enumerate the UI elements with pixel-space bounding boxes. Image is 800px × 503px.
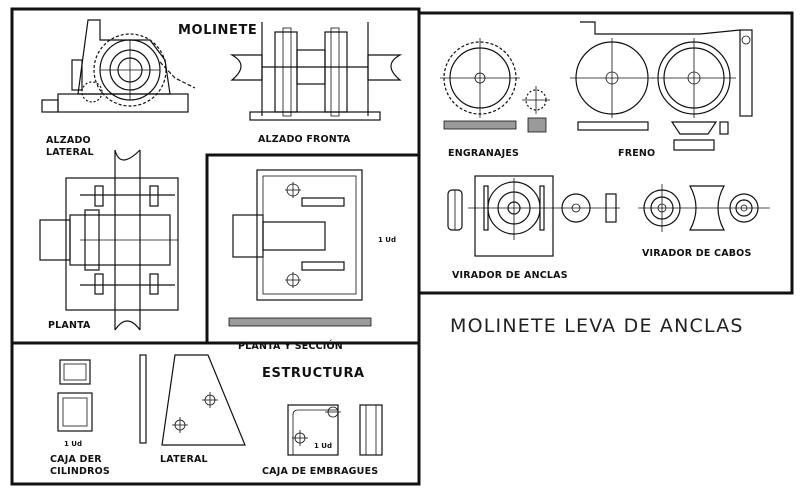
alzado-lateral-label-2: LATERAL <box>46 147 94 158</box>
left-frame <box>10 7 421 486</box>
alzado-frontal-drawing <box>229 22 403 121</box>
freno-label: FRENO <box>618 148 655 159</box>
planta-drawing <box>39 149 179 331</box>
virador-anclas-drawing <box>447 175 620 257</box>
engranajes-drawing <box>440 38 550 133</box>
planta-label: PLANTA <box>48 320 91 331</box>
right-frame <box>417 11 794 295</box>
alzado-lateral-label-1: ALZADO <box>46 135 91 146</box>
alzado-frontal-label: ALZADO FRONTA <box>258 134 351 145</box>
sheet-title: MOLINETE LEVA DE ANCLAS <box>450 315 744 337</box>
planta-seccion-label: PLANTA Y SECCIÓN <box>238 340 343 352</box>
caja-embragues-drawing <box>287 404 383 456</box>
estructura-heading: ESTRUCTURA <box>262 366 365 381</box>
virador-anclas-label: VIRADOR DE ANCLAS <box>452 270 568 281</box>
planta-seccion-drawing <box>228 169 372 327</box>
caja-cilindros-label-2: CILINDROS <box>50 466 110 477</box>
engranajes-label: ENGRANAJES <box>448 148 519 159</box>
molinete-heading: MOLINETE <box>178 23 257 38</box>
embragues-qty: 1 Ud <box>314 442 332 450</box>
caja-cilindros-label-1: CAJA DER <box>50 454 102 465</box>
lateral-drawing <box>139 354 246 446</box>
lateral-label: LATERAL <box>160 454 208 465</box>
alzado-lateral-drawing <box>41 19 196 113</box>
frames <box>10 7 794 486</box>
freno-drawing <box>570 21 753 151</box>
caja-qty: 1 Ud <box>64 440 82 448</box>
virador-cabos-drawing <box>638 184 770 232</box>
caja-embragues-label: CAJA DE EMBRAGUES <box>262 466 378 477</box>
caja-cilindros-drawing <box>57 359 93 432</box>
divider-inner <box>205 153 419 343</box>
virador-cabos-label: VIRADOR DE CABOS <box>642 248 752 259</box>
planta-seccion-qty: 1 Ud <box>378 236 396 244</box>
